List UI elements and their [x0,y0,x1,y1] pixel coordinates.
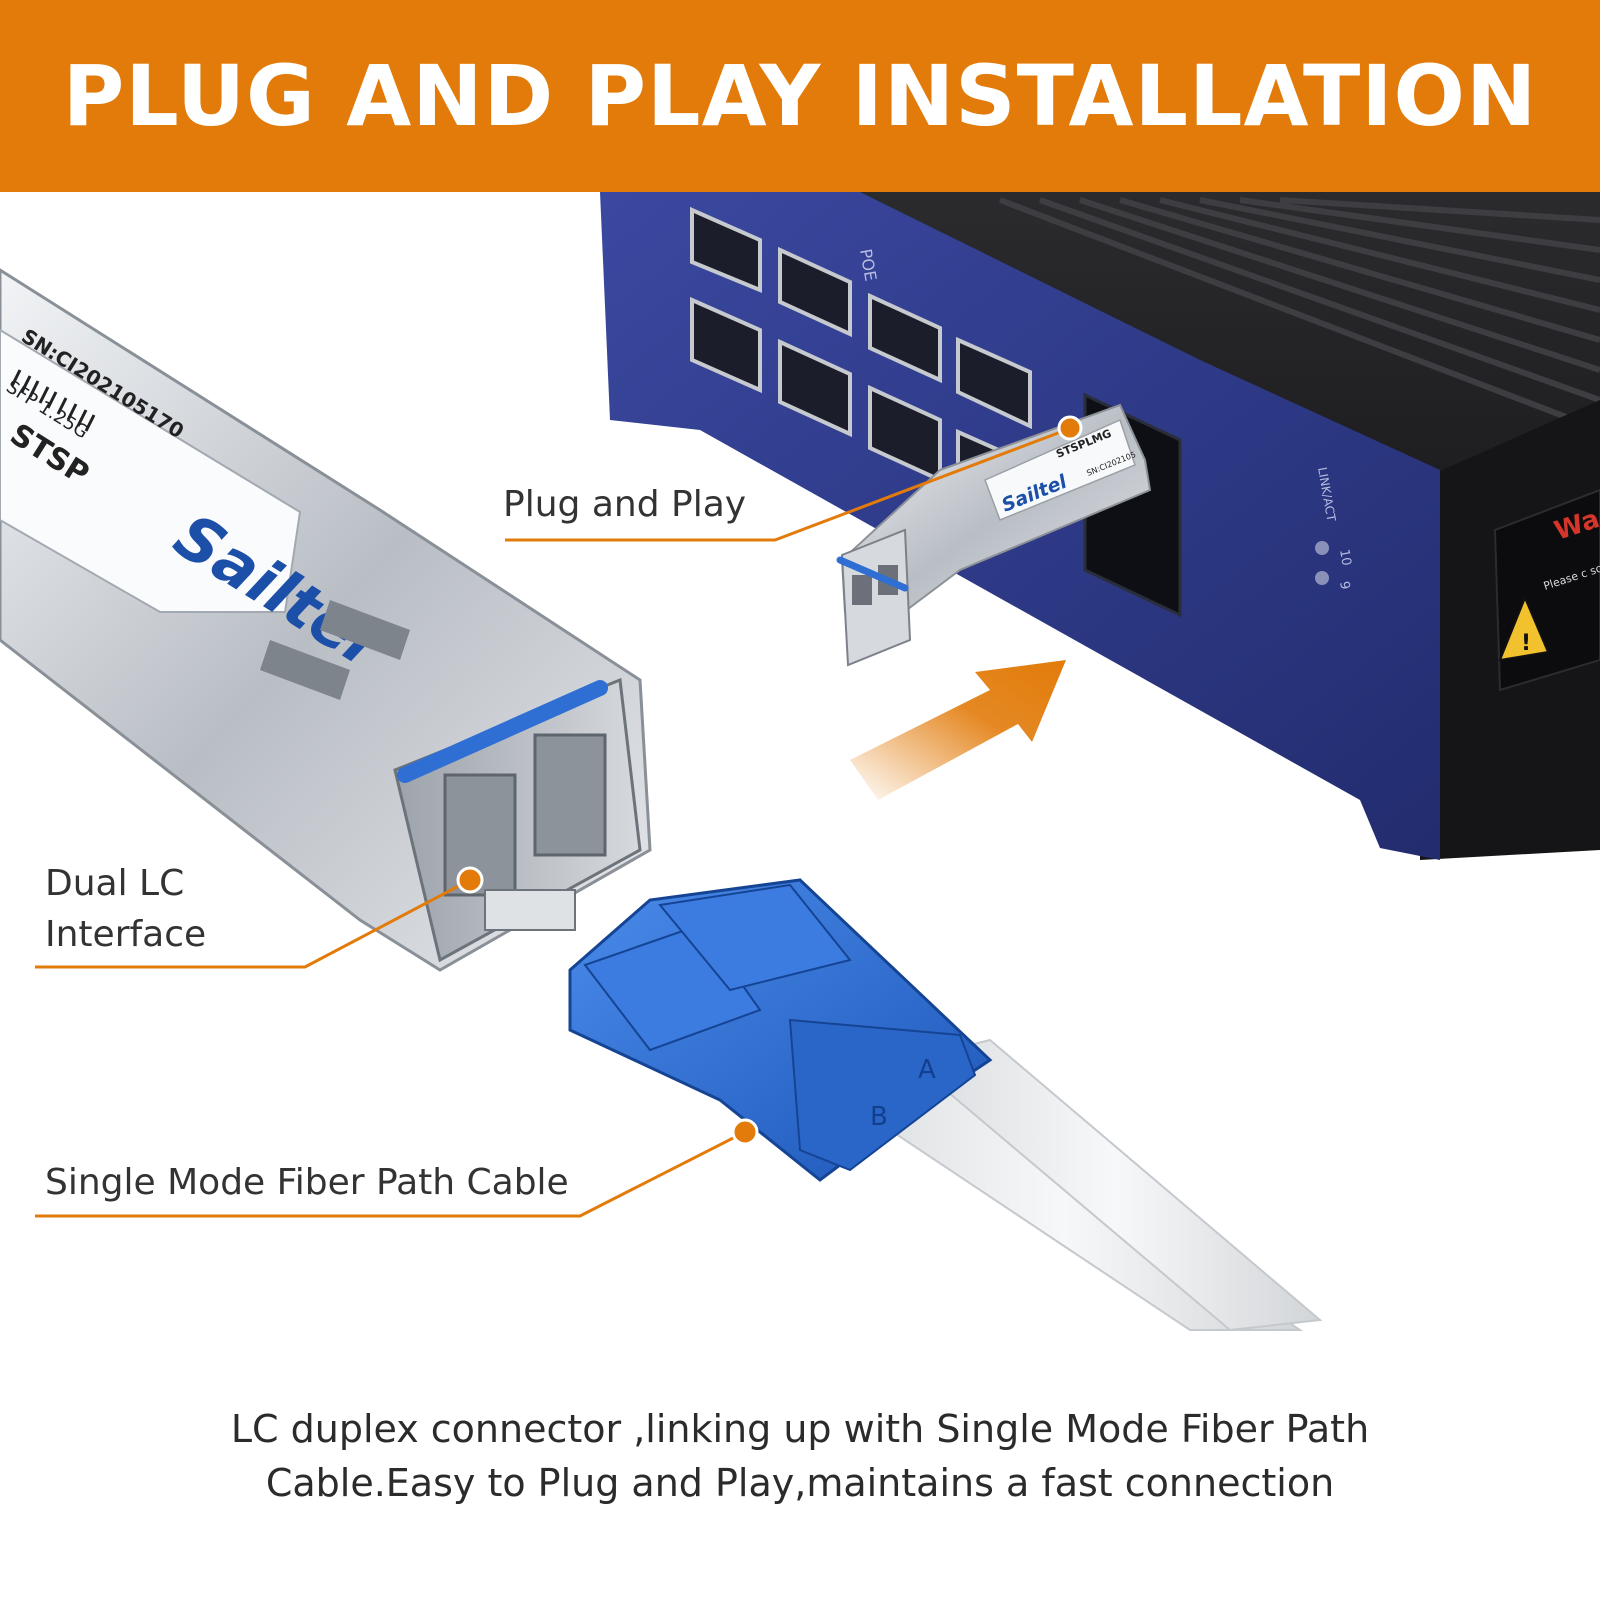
large-module-clip-2 [260,640,350,700]
callout-dual-lc-line2: Interface [45,914,207,955]
small-sfp-module: Sailtel STSPLMG SN:CI202105 [836,403,1152,667]
large-sfp-module: Sailtel STSP SFP 1.25G SN:CI202105170 [0,268,652,972]
lc-latch-b [658,883,852,992]
heatsink-fins [998,197,1600,433]
large-module-barcode [10,369,96,432]
header-banner: PLUG AND PLAY INSTALLATION [0,0,1600,192]
large-module-clip-1 [320,600,410,660]
leader-plug-and-play [505,428,1067,542]
link-led-10 [1315,541,1329,555]
callout-cable: Single Mode Fiber Path Cable [45,1162,569,1203]
link-led-9 [1315,571,1329,585]
insert-arrow-icon [850,660,1066,800]
lc-duplex-connector: B A [568,878,993,1182]
installation-illustration: POE LINK/ACT 10 9 Wa Please c screw wi !… [0,192,1600,1332]
small-module-bail-latch [836,556,909,592]
banner-title: PLUG AND PLAY INSTALLATION [62,47,1538,145]
dot-cable [731,1118,759,1146]
caption: LC duplex connector ,linking up with Sin… [0,1402,1600,1510]
callout-plug-and-play: Plug and Play [503,484,747,525]
lc-boot [788,1018,977,1172]
port-number-9: 9 [1336,580,1352,591]
large-module-label [0,328,302,613]
dot-plug-and-play [1057,415,1083,441]
warning-exclamation-icon: ! [1521,631,1531,656]
leader-cable [35,1130,746,1218]
small-module-front [840,528,912,667]
callout-dual-lc: Dual LC Interface [45,858,206,960]
caption-line-2: Cable.Easy to Plug and Play,maintains a … [265,1461,1335,1505]
small-module-label [984,418,1136,521]
port-number-10: 10 [1336,548,1354,567]
large-module-tab [484,889,576,931]
rj45-ports [690,206,1032,524]
large-module-bail-latch [397,680,608,783]
lc-mark-b: B [870,1102,888,1132]
caption-line-1: LC duplex connector ,linking up with Sin… [230,1407,1370,1451]
lc-mark-a: A [918,1055,936,1085]
dot-dual-lc [456,866,484,894]
leader-dual-lc [35,878,471,969]
small-module-port-a [852,575,872,605]
network-switch: POE LINK/ACT 10 9 Wa Please c screw wi ! [600,192,1600,860]
callout-dots [456,415,1083,1146]
warning-triangle-icon [1498,595,1550,662]
callout-leaders [35,428,1067,1218]
large-module-port-b [533,733,607,857]
callout-dual-lc-line1: Dual LC [45,863,185,904]
